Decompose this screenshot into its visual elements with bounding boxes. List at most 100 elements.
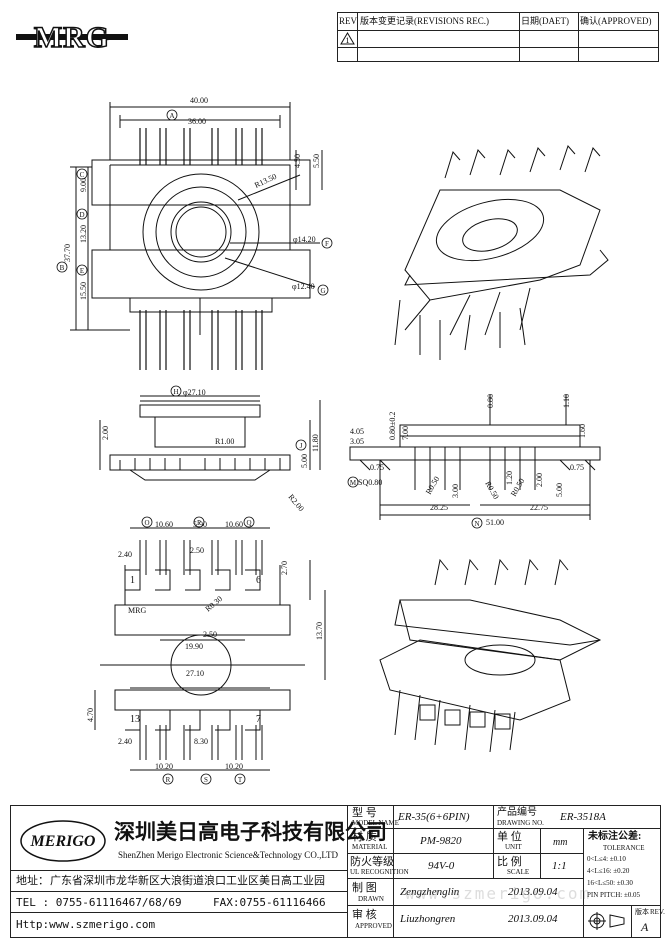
svg-text:4.05: 4.05 [350,427,364,436]
svg-text:0.75: 0.75 [570,463,584,472]
tolerance-2: 4<L≤16: ±0.20 [587,867,630,875]
drawn-value: Zengzhenglin [400,886,460,898]
svg-text:2.50: 2.50 [203,630,217,639]
svg-text:2.00: 2.00 [535,473,544,487]
svg-text:O: O [144,519,149,527]
svg-text:13.70: 13.70 [315,622,324,640]
svg-text:C: C [80,171,85,179]
svg-text:1.60: 1.60 [578,424,587,438]
svg-text:S: S [204,776,208,784]
svg-text:R: R [166,776,171,784]
material-value: PM-9820 [420,835,462,847]
svg-text:10.20: 10.20 [225,762,243,771]
unit-value: mm [553,837,568,848]
svg-text:P: P [197,519,201,527]
svg-text:10.20: 10.20 [155,762,173,771]
svg-text:27.10: 27.10 [186,669,204,678]
tolerance-label: 未标注公差: [588,831,642,842]
merigo-logo: MERIGO [18,818,108,864]
address-label: 地址： [16,875,49,887]
svg-text:F: F [325,240,329,248]
unit-label: 单 位 [497,831,522,843]
svg-text:36.00: 36.00 [188,117,206,126]
approved-col-header: 确认(APPROVED) [580,16,652,26]
model-label: 型 号 [352,807,377,819]
approved-value: Liuzhongren [400,913,456,925]
svg-text:R1.00: R1.00 [215,437,234,446]
svg-text:MRG: MRG [128,606,146,615]
svg-text:3.00: 3.00 [451,484,460,498]
website: Http:www.szmerigo.com [16,918,156,931]
tolerance-3: 16<L≤50: ±0.30 [587,879,633,887]
watermark: www.szmerigo.com [405,884,592,903]
logo-text: MRG [34,21,110,54]
svg-text:φ27.10: φ27.10 [183,388,206,397]
svg-text:φ14.20: φ14.20 [293,235,316,244]
drawn-date: 2013.09.04 [508,886,558,898]
revision-triangle-icon: 1 [340,32,355,50]
revision-col-header: 版本变更记录(REVISIONS REC.) [360,16,490,26]
svg-text:B: B [60,264,65,272]
svg-text:1.10: 1.10 [562,394,571,408]
date-col-header: 日期(DAET) [521,16,569,26]
company-name-en: ShenZhen Merigo Electronic Science&Techn… [118,850,338,860]
svg-text:22.75: 22.75 [530,503,548,512]
svg-text:19.90: 19.90 [185,642,203,651]
drawing-no-value: ER-3518A [560,811,606,823]
svg-text:1.20: 1.20 [505,471,514,485]
svg-text:H: H [173,388,178,396]
rev-label: 版本 [635,908,649,916]
svg-text:0.80: 0.80 [486,394,495,408]
svg-text:51.00: 51.00 [486,518,504,527]
svg-text:E: E [80,267,84,275]
svg-text:Q: Q [246,519,251,527]
svg-text:10.60: 10.60 [225,520,243,529]
revision-table [337,12,659,62]
iso-view-bottom [379,558,602,753]
tolerance-4: PIN PITCH: ±0.05 [587,891,641,899]
svg-text:SQ0.80: SQ0.80 [358,478,382,487]
svg-text:R0.30: R0.30 [204,594,225,613]
drawn-label: 制 图 [352,882,377,894]
svg-text:5.90: 5.90 [193,520,207,529]
svg-text:8.30: 8.30 [194,737,208,746]
svg-text:28.25: 28.25 [430,503,448,512]
svg-text:9.00: 9.00 [79,178,88,192]
rev-header: REV [339,16,357,26]
svg-text:4.50: 4.50 [293,154,302,168]
svg-text:4.70: 4.70 [86,708,95,722]
svg-text:R0.50: R0.50 [483,480,500,501]
material-label: 材 质 [352,831,377,843]
svg-text:1: 1 [130,575,135,586]
flame-label: 防火等级 [350,856,394,868]
flame-value: 94V-0 [428,860,455,872]
svg-text:13.20: 13.20 [79,225,88,243]
svg-text:φ12.40: φ12.40 [292,282,315,291]
side-view [99,395,321,481]
svg-text:7: 7 [256,714,261,725]
tel: TEL : 0755-61116467/68/69 [16,896,182,909]
scale-label: 比 例 [497,856,522,868]
svg-text:MERIGO: MERIGO [30,833,96,850]
svg-text:2.40: 2.40 [118,737,132,746]
approved-date: 2013.09.04 [508,913,558,925]
svg-text:R13.50: R13.50 [253,172,278,190]
svg-text:R0.50: R0.50 [424,475,441,496]
scale-value: 1:1 [552,860,567,872]
rev-value: A [641,920,649,934]
svg-text:R2.00: R2.00 [286,493,305,514]
svg-text:11.80: 11.80 [311,434,320,452]
fax: FAX:0755-61116466 [213,896,326,909]
bottom-view [94,527,326,771]
svg-text:0.80±0.2: 0.80±0.2 [388,412,397,440]
svg-text:15.50: 15.50 [79,282,88,300]
top-view [70,102,323,370]
svg-text:G: G [320,287,325,295]
svg-text:2.70: 2.70 [280,561,289,575]
svg-text:40.00: 40.00 [190,96,208,105]
tolerance-1: 0<L≤4: ±0.10 [587,855,626,863]
address: 广东省深圳市龙华新区大浪街道浪口工业区美日高工业园 [50,875,325,887]
approved-label: 审 核 [352,909,377,921]
svg-text:5.50: 5.50 [312,154,321,168]
svg-text:3.05: 3.05 [350,437,364,446]
